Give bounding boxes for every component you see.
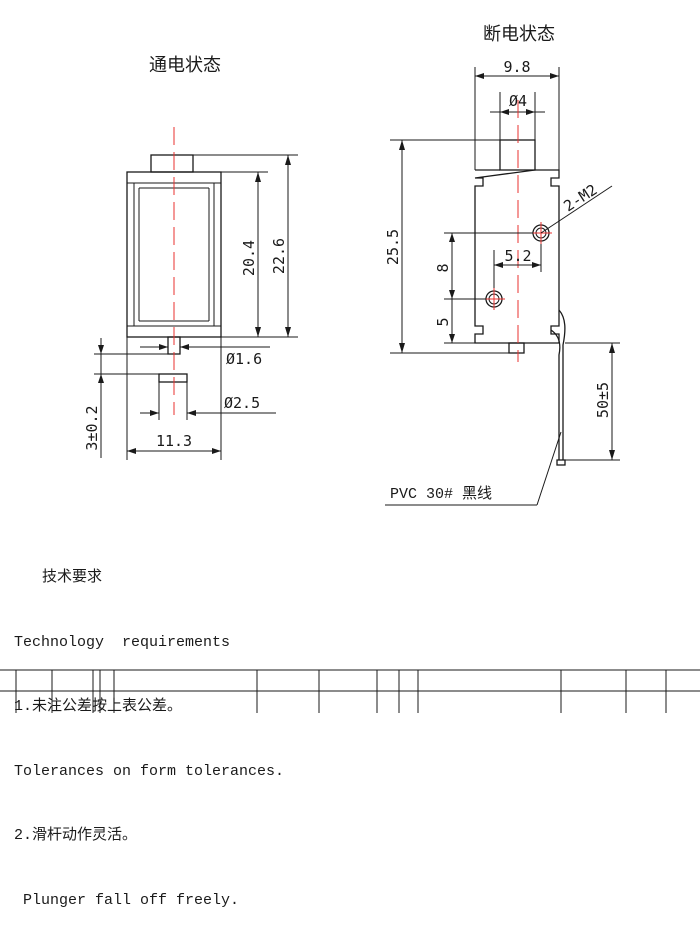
plunger-top xyxy=(150,154,194,173)
lead-wire-label: PVC 30# 黑线 xyxy=(390,485,492,503)
notes-line-4: 2.滑杆动作灵活。 xyxy=(14,827,138,844)
deenergized-title: 断电状态 xyxy=(483,24,555,45)
dim-plunger-diameter: Ø1.6 xyxy=(226,350,262,368)
notes-line-1: Technology requirements xyxy=(14,633,231,651)
deenergized-view: 断电状态 9.8 Ø4 xyxy=(384,24,620,506)
notes-line-2: 1.未注公差按上表公差。 xyxy=(14,698,183,715)
dim-hole-spacing: 8 xyxy=(434,263,452,272)
dim-stop-diameter: Ø2.5 xyxy=(224,394,260,412)
dim-hole-bottom: 5 xyxy=(434,317,452,326)
notes-heading: 技术要求 xyxy=(42,569,103,586)
dim-right-height: 25.5 xyxy=(384,229,402,265)
energized-view: 通电状态 20.4 22.6 Ø1. xyxy=(83,55,298,460)
technical-drawing: 通电状态 20.4 22.6 Ø1. xyxy=(0,24,700,713)
dim-right-width: 9.8 xyxy=(503,58,530,76)
energized-title: 通电状态 xyxy=(149,55,221,76)
notes-line-5: Plunger fall off freely. xyxy=(14,891,240,909)
dim-total-height: 22.6 xyxy=(270,238,288,274)
dim-body-height: 20.4 xyxy=(240,240,258,276)
lead-wire xyxy=(558,309,566,460)
dim-hole-offset: 5.2 xyxy=(504,247,531,265)
dim-width: 11.3 xyxy=(156,432,192,450)
thread-callout: 2-M2 xyxy=(560,181,600,216)
dim-plunger-length: 3±0.2 xyxy=(83,405,101,450)
stop-washer xyxy=(158,373,188,383)
dim-lead-length: 50±5 xyxy=(594,382,612,418)
notes-line-3: Tolerances on form tolerances. xyxy=(14,762,285,780)
title-block-grid xyxy=(0,669,700,713)
terminal-lug xyxy=(508,342,525,354)
technical-notes: 技术要求 Technology requirements 1.未注公差按上表公差… xyxy=(14,524,284,933)
